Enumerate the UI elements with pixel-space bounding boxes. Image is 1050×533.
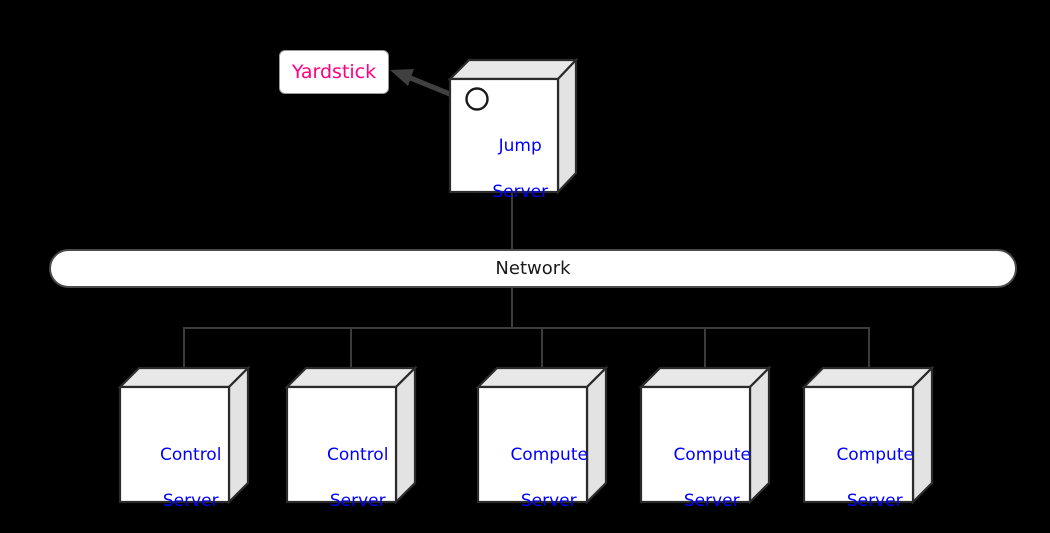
control-server-1-node[interactable]: Control Server [117, 365, 251, 511]
network-bar[interactable]: Network [49, 249, 1017, 288]
yardstick-label-box[interactable]: Yardstick [279, 50, 389, 94]
compute-server-3-node[interactable]: Compute Server [801, 365, 935, 511]
edge-bus-to-control-server-2 [350, 327, 352, 369]
circle-port-icon [465, 87, 489, 111]
control-server-2-node[interactable]: Control Server [284, 365, 418, 511]
edge-jump-to-network [511, 192, 513, 251]
edge-network-to-bus [511, 287, 513, 328]
edge-bus-to-compute-server-2 [704, 327, 706, 369]
server-bus-line [183, 327, 870, 329]
compute-server-2-node[interactable]: Compute Server [638, 365, 772, 511]
edge-bus-to-control-server-1 [183, 327, 185, 369]
network-label: Network [495, 257, 571, 279]
jump-server-node[interactable]: Jump Server [447, 57, 579, 202]
yardstick-label: Yardstick [291, 60, 377, 83]
edge-bus-to-compute-server-3 [868, 327, 870, 369]
compute-server-1-node[interactable]: Compute Server [475, 365, 609, 511]
edge-bus-to-compute-server-1 [541, 327, 543, 369]
